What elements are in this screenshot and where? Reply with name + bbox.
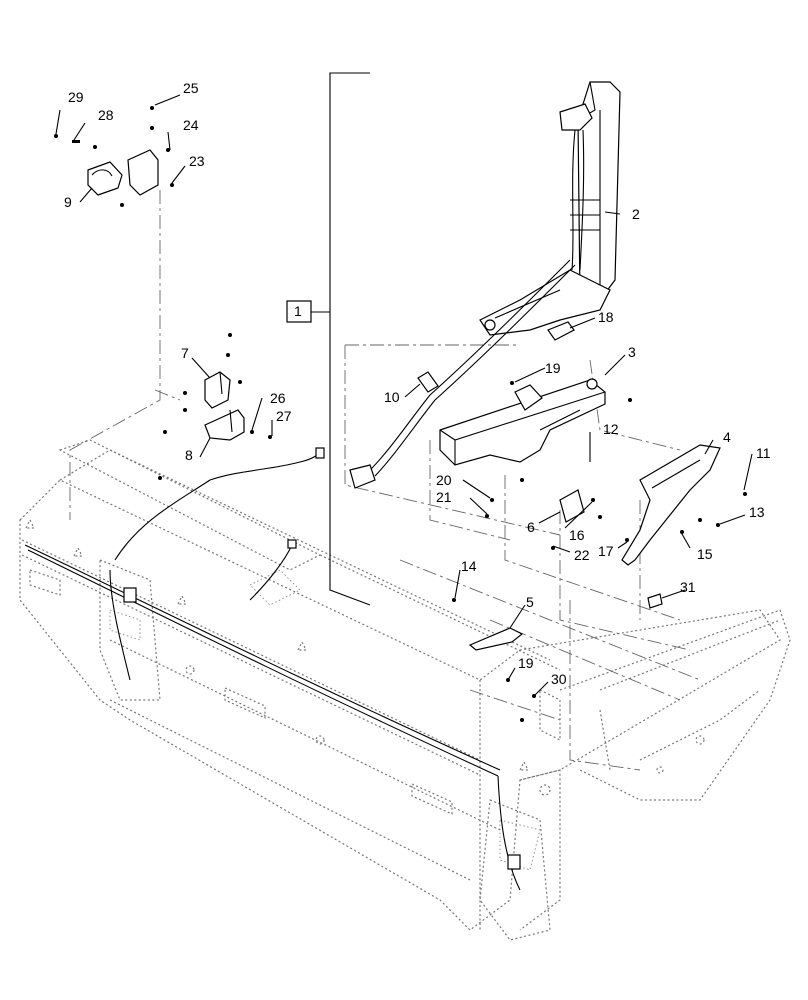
callout-12: 12 — [603, 421, 619, 437]
hardware-bolts — [54, 106, 747, 722]
callout-7: 7 — [181, 345, 189, 361]
item-10-clip — [417, 371, 439, 393]
callout-10: 10 — [384, 389, 400, 405]
callout-26: 26 — [270, 390, 286, 406]
callout-13: 13 — [749, 504, 765, 520]
callout-18: 18 — [598, 309, 614, 325]
callout-17: 17 — [598, 543, 614, 559]
mast-assembly — [349, 81, 621, 489]
header-frame — [19, 439, 791, 941]
callout-24: 24 — [183, 117, 199, 133]
callout-25: 25 — [183, 80, 199, 96]
callout-3: 3 — [628, 344, 636, 360]
shield-4 — [621, 444, 721, 566]
callout-11: 11 — [756, 445, 771, 461]
callout-8: 8 — [185, 447, 193, 463]
callout-16: 16 — [569, 527, 585, 543]
callout-23: 23 — [189, 153, 205, 169]
lever-5 — [468, 627, 524, 651]
item-18-part — [547, 321, 575, 341]
callout-9: 9 — [64, 194, 72, 210]
phantom-lines — [69, 190, 701, 771]
callout-27: 27 — [276, 408, 292, 424]
callout-4: 4 — [723, 429, 731, 445]
callout-6: 6 — [527, 519, 535, 535]
bracket-9 — [87, 149, 159, 196]
callout-19-bottom: 19 — [518, 655, 534, 671]
leader-lines — [55, 94, 753, 697]
callout-labels: 1 2 3 4 5 6 7 8 9 10 11 12 13 14 15 16 1… — [64, 80, 771, 687]
wiring-harness — [24, 447, 521, 891]
callout-20: 20 — [436, 472, 452, 488]
part-31 — [647, 593, 663, 609]
callout-14: 14 — [461, 558, 477, 574]
support-bracket-3 — [439, 378, 606, 466]
callout-28: 28 — [98, 107, 114, 123]
callout-1: 1 — [294, 303, 302, 319]
callout-22: 22 — [574, 547, 590, 563]
callout-5: 5 — [526, 594, 534, 610]
callout-21: 21 — [436, 489, 452, 505]
callout-19-top: 19 — [545, 360, 561, 376]
callout-30: 30 — [551, 671, 567, 687]
callout-15: 15 — [697, 546, 713, 562]
group-bracket-1 — [286, 72, 371, 606]
callout-2: 2 — [632, 206, 640, 222]
callout-31: 31 — [680, 579, 696, 595]
bracket-6 — [559, 489, 585, 523]
callout-29: 29 — [68, 89, 84, 105]
